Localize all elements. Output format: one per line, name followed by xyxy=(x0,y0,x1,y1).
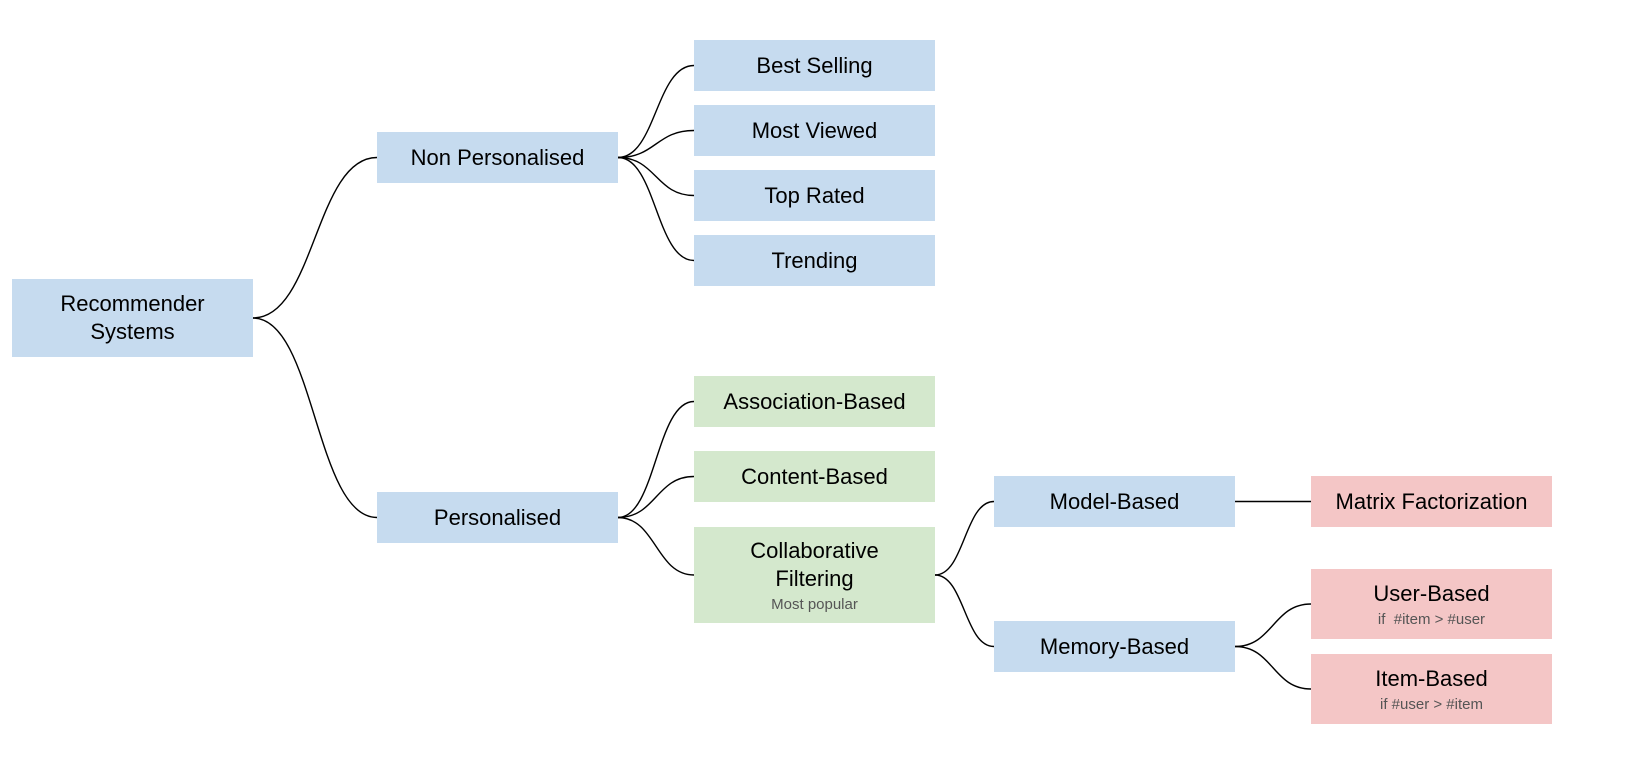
node-most-viewed: Most Viewed xyxy=(694,105,935,156)
edge-memory-based-to-item-based xyxy=(1234,645,1312,690)
edge-collaborative-filtering-to-memory-based xyxy=(934,574,995,648)
node-note: if #user > #item xyxy=(1380,695,1483,713)
edge-memory-based-to-user-based xyxy=(1234,603,1312,648)
node-label: Content-Based xyxy=(741,463,888,489)
node-label: Recommender Systems xyxy=(60,291,205,344)
node-recommender-systems: Recommender Systems xyxy=(12,279,253,357)
node-top-rated: Top Rated xyxy=(694,170,935,221)
node-best-selling: Best Selling xyxy=(694,40,935,91)
node-model-based: Model-Based xyxy=(994,476,1235,527)
node-label: Personalised xyxy=(433,504,562,530)
node-label: Matrix Factorization xyxy=(1335,488,1528,514)
edge-personalised-to-association-based xyxy=(617,400,695,519)
edge-collaborative-filtering-to-model-based xyxy=(934,500,995,576)
node-personalised: Personalised xyxy=(377,492,618,543)
node-label: Memory-Based xyxy=(1039,633,1190,659)
node-label: Item-Based xyxy=(1375,665,1488,691)
node-label: Top Rated xyxy=(764,182,865,208)
edge-personalised-to-collaborative-filtering xyxy=(617,516,695,576)
edge-non-personalised-to-top-rated xyxy=(617,156,695,197)
node-collaborative-filtering: Collaborative Filtering Most popular xyxy=(694,527,935,623)
node-user-based: User-Based if #item > #user xyxy=(1311,569,1552,639)
node-label: Best Selling xyxy=(756,52,873,78)
edge-root-to-personalised xyxy=(252,317,378,519)
node-label: Association-Based xyxy=(723,388,906,414)
node-label: Most Viewed xyxy=(751,117,878,143)
edge-non-personalised-to-trending xyxy=(617,156,695,262)
edge-non-personalised-to-most-viewed xyxy=(617,129,695,159)
node-note: if #item > #user xyxy=(1377,610,1486,628)
edge-root-to-non-personalised xyxy=(252,156,378,319)
node-item-based: Item-Based if #user > #item xyxy=(1311,654,1552,724)
node-association-based: Association-Based xyxy=(694,376,935,427)
node-label: Non Personalised xyxy=(410,144,585,170)
node-label: Model-Based xyxy=(1049,488,1180,514)
node-note: Most popular xyxy=(771,595,858,613)
node-content-based: Content-Based xyxy=(694,451,935,502)
edge-personalised-to-content-based xyxy=(617,475,695,519)
edge-non-personalised-to-best-selling xyxy=(617,64,695,159)
node-label: User-Based xyxy=(1373,580,1490,606)
node-label: Trending xyxy=(771,247,858,273)
node-matrix-factorization: Matrix Factorization xyxy=(1311,476,1552,527)
node-trending: Trending xyxy=(694,235,935,286)
node-label: Collaborative Filtering xyxy=(750,537,879,591)
node-non-personalised: Non Personalised xyxy=(377,132,618,183)
node-memory-based: Memory-Based xyxy=(994,621,1235,672)
